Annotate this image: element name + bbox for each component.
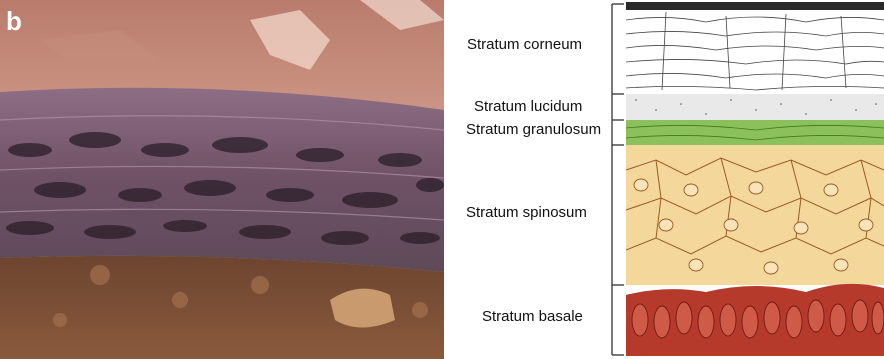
label-stratum-lucidum: Stratum lucidum xyxy=(474,98,582,115)
label-stratum-corneum: Stratum corneum xyxy=(467,36,582,53)
micrograph-image xyxy=(0,0,444,359)
label-stratum-spinosum: Stratum spinosum xyxy=(466,204,587,221)
panel-letter: b xyxy=(6,8,22,34)
epidermis-drawing xyxy=(626,0,884,359)
label-stratum-granulosum: Stratum granulosum xyxy=(466,121,601,138)
label-stratum-basale: Stratum basale xyxy=(482,308,583,325)
layer-bracket xyxy=(600,0,626,359)
